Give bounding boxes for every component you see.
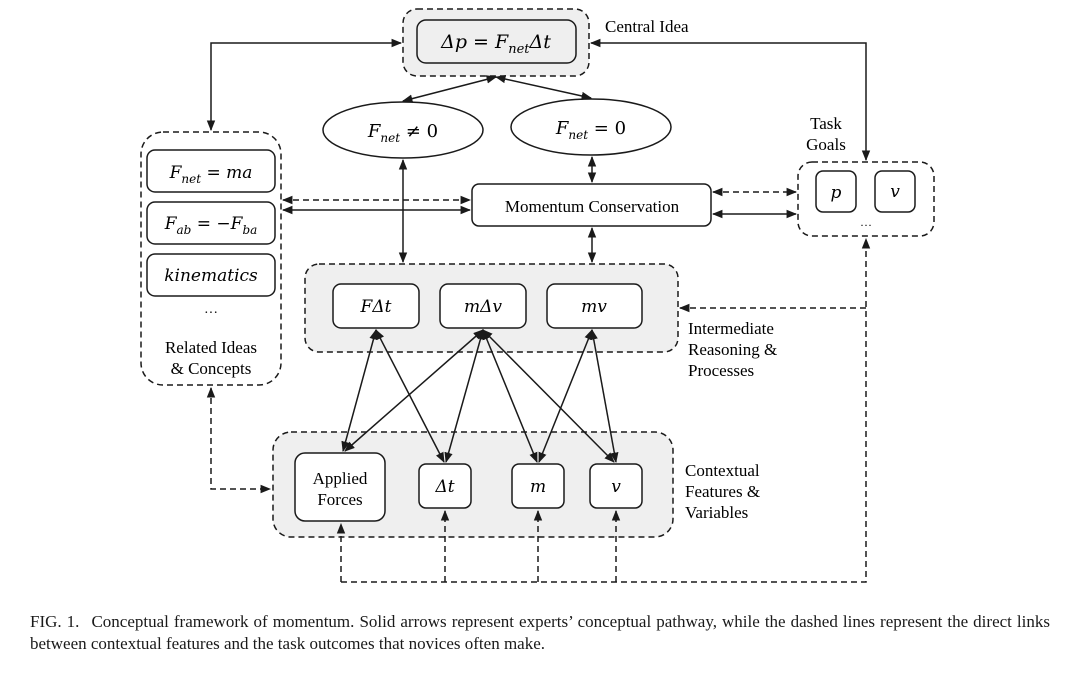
contextual-box-dt — [418, 463, 472, 509]
arrow-related-central — [206, 38, 403, 132]
central-idea-equation: Δp = FnetΔt — [440, 31, 551, 57]
task-goals-ellipsis: ··· — [860, 218, 872, 232]
contextual-box-v — [589, 463, 643, 509]
condition-fnet-nonzero-label: Fnet ≠ 0 — [367, 121, 438, 145]
link-mv-m — [538, 329, 593, 463]
contextual-text-dt: Δt — [434, 477, 454, 497]
intermediate-text-mv: mv — [581, 297, 607, 317]
intermediate-box-mv — [546, 283, 643, 329]
momentum-conservation-label: Momentum Conservation — [505, 197, 680, 216]
figure-caption: FIG. 1.Conceptual framework of momentum.… — [30, 611, 1050, 655]
momentum-framework-diagram: Δp = FnetΔt Central Idea Fnet ≠ 0 Fnet =… — [140, 8, 935, 583]
momentum-conservation-box — [471, 183, 712, 227]
central-idea-box — [416, 19, 577, 64]
related-ideas-label-1: Related Ideas — [165, 338, 257, 357]
contextual-label-2: Features & — [685, 482, 760, 501]
intermediate-label-3: Processes — [688, 361, 754, 380]
intermediate-label-1: Intermediate — [688, 319, 774, 338]
task-goal-v: v — [890, 182, 900, 202]
intermediate-box-mdv — [439, 283, 527, 329]
related-idea-box-3 — [146, 253, 276, 297]
applied-forces-box — [294, 452, 386, 522]
arrow-related-contextual-dashed — [206, 386, 272, 494]
related-idea-text-1: Fnet = ma — [169, 163, 253, 186]
link-mv-v — [589, 328, 619, 464]
central-idea-label: Central Idea — [605, 17, 689, 36]
task-goal-p: p — [831, 183, 842, 203]
intermediate-text-mdv: mΔv — [464, 297, 502, 317]
related-ideas-label-2: & Concepts — [171, 359, 252, 378]
intermediate-text-fdt: FΔt — [360, 297, 392, 317]
arrow-central-fnet-nonzero — [401, 75, 498, 103]
caption-text: Conceptual framework of momentum. Solid … — [30, 612, 1050, 653]
contextual-label-3: Variables — [685, 503, 748, 522]
applied-forces-label-2: Forces — [317, 490, 362, 509]
arrow-central-fnet-zero — [494, 74, 593, 101]
contextual-text-m: m — [530, 477, 546, 497]
contextual-label-1: Contextual — [685, 461, 760, 480]
task-goal-v-box — [874, 170, 916, 213]
contextual-box-m — [511, 463, 565, 509]
related-idea-box-2 — [146, 201, 276, 245]
related-idea-box-1 — [146, 149, 276, 193]
task-goal-p-box — [815, 170, 857, 213]
intermediate-label-2: Reasoning & — [688, 340, 777, 359]
task-goals-label-1: Task — [810, 114, 842, 133]
link-mdv-dt — [444, 328, 485, 464]
intermediate-box-fdt — [332, 283, 420, 329]
arrow-goals-central — [589, 38, 871, 162]
applied-forces-label-1: Applied — [313, 469, 368, 488]
condition-fnet-zero-label: Fnet = 0 — [555, 118, 626, 142]
task-goals-label-2: Goals — [806, 135, 846, 154]
figure-number: FIG. 1. — [30, 612, 80, 631]
related-idea-text-2: Fab = −Fba — [164, 214, 258, 237]
arrow-bottom-to-goals-dashed — [341, 237, 871, 583]
related-ideas-ellipsis: ··· — [204, 306, 218, 321]
related-idea-text-3: kinematics — [164, 266, 258, 286]
contextual-text-v: v — [611, 477, 621, 497]
